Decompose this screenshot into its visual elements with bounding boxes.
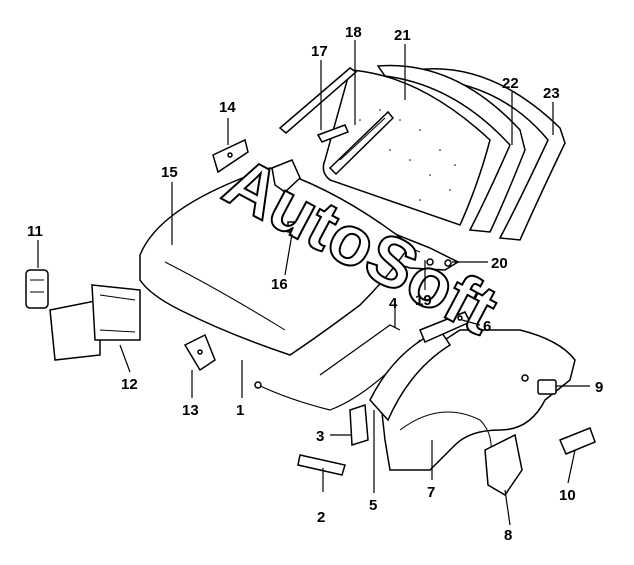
side-marker-9	[537, 379, 557, 395]
windshield-glass-21	[322, 69, 491, 226]
callout-12: 12	[121, 376, 138, 393]
callout-22: 22	[502, 75, 519, 92]
bracket-3	[349, 403, 369, 447]
callout-18: 18	[345, 24, 362, 41]
callout-8: 8	[504, 527, 512, 544]
callout-10: 10	[559, 487, 576, 504]
headlamp-12	[49, 284, 141, 361]
callout-3: 3	[316, 428, 324, 445]
callout-2: 2	[317, 509, 325, 526]
callout-16: 16	[271, 276, 288, 293]
wiper-arm-18	[328, 110, 395, 176]
washer-nozzle-16	[287, 221, 299, 233]
callout-17: 17	[311, 43, 328, 60]
plate-10	[559, 427, 596, 455]
callout-13: 13	[182, 402, 199, 419]
callout-19: 19	[415, 292, 432, 309]
callout-7: 7	[427, 484, 435, 501]
callout-6: 6	[483, 318, 491, 335]
windshield-seal-22	[376, 64, 526, 233]
hinge-13	[183, 333, 216, 372]
windshield-outer-23	[413, 68, 566, 241]
callout-1: 1	[236, 402, 244, 419]
callout-15: 15	[161, 164, 178, 181]
callout-14: 14	[219, 99, 236, 116]
callout-5: 5	[369, 497, 377, 514]
trim-strip-17	[278, 67, 358, 143]
turn-signal-11	[25, 269, 49, 309]
bracket-2	[297, 454, 346, 476]
hood-hinge	[271, 159, 301, 193]
leader-lines	[37, 40, 590, 526]
prop-rod-4	[319, 324, 401, 376]
bracket-14	[212, 138, 249, 174]
callout-20: 20	[491, 255, 508, 272]
inner-liner-5	[369, 329, 452, 422]
mudguard-8	[484, 433, 523, 497]
callout-21: 21	[394, 27, 411, 44]
callout-11: 11	[27, 223, 43, 240]
hood-15	[139, 167, 412, 356]
callout-labels: 1 2 3 4 5 6 7 8 9 10 11 12 13 14 15 16 1…	[27, 24, 603, 544]
callout-9: 9	[595, 379, 603, 396]
callout-23: 23	[543, 85, 560, 102]
callout-4: 4	[389, 295, 398, 312]
